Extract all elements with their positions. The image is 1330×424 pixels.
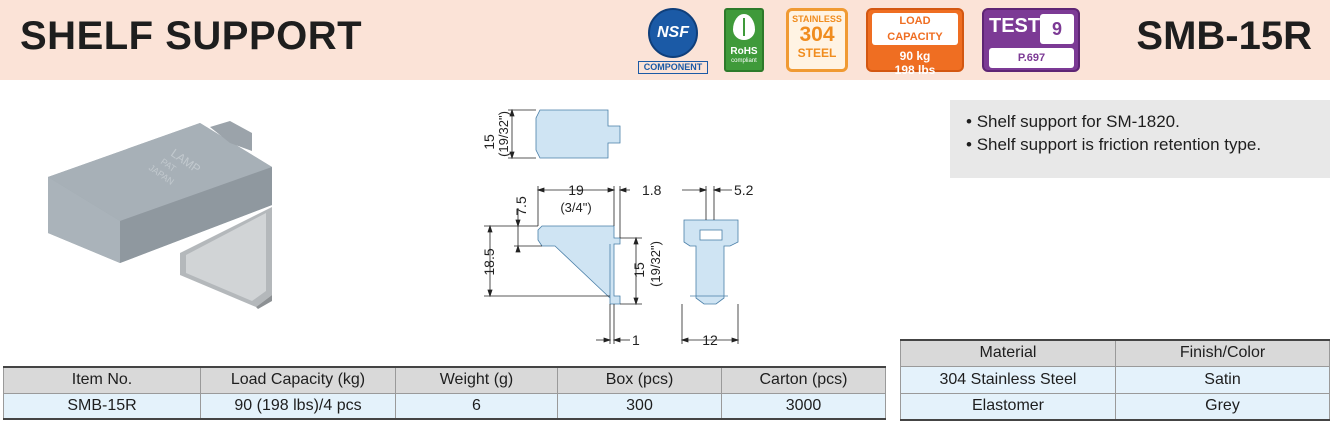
steel-line-2: 304 — [799, 23, 835, 46]
technical-drawing: 15 (19/32") 19 (3/4") 1.8 5.2 7.5 18.5 1… — [481, 108, 754, 348]
nsf-logo-icon: NSF — [648, 8, 698, 58]
rohs-badge: RoHS compliant — [724, 8, 764, 72]
steel-line-1: STAINLESS — [792, 14, 842, 24]
table-row: SMB-15R 90 (198 lbs)/4 pcs 6 300 3000 — [3, 392, 886, 420]
test-number: 9 — [1040, 14, 1074, 44]
dim-tab: 1.8 — [642, 182, 662, 198]
finish-cell: Grey — [1115, 392, 1330, 421]
table-row: 304 Stainless Steel Satin — [900, 365, 1330, 394]
finish-color-header: Finish/Color — [1115, 339, 1330, 367]
box-header: Box (pcs) — [557, 366, 722, 394]
page-header: SHELF SUPPORT NSF COMPONENT RoHS complia… — [0, 0, 1330, 80]
test-badge: TEST 9 P.697 — [982, 8, 1080, 72]
table-row: Elastomer Grey — [900, 392, 1330, 421]
carton-cell: 3000 — [721, 392, 886, 420]
test-label: TEST — [989, 15, 1041, 37]
material-cell: Elastomer — [900, 392, 1116, 421]
test-page-ref: P.697 — [989, 48, 1074, 68]
carton-header: Carton (pcs) — [721, 366, 886, 394]
table-header-row: Material Finish/Color — [900, 339, 1330, 367]
load-capacity-cell: 90 (198 lbs)/4 pcs — [200, 392, 396, 420]
material-cell: 304 Stainless Steel — [900, 365, 1116, 394]
description-box: • Shelf support for SM-1820. • Shelf sup… — [950, 100, 1330, 178]
dim-width: 19 — [568, 182, 584, 198]
finish-cell: Satin — [1115, 365, 1330, 394]
leaf-icon — [733, 14, 755, 40]
item-no-cell: SMB-15R — [3, 392, 201, 420]
item-no-header: Item No. — [3, 366, 201, 394]
table-header-row: Item No. Load Capacity (kg) Weight (g) B… — [3, 366, 886, 394]
dim-head: 7.5 — [513, 196, 529, 216]
dim-top-height: 15 — [481, 134, 497, 150]
dim-width-in: (3/4") — [560, 200, 591, 215]
description-item: • Shelf support for SM-1820. — [966, 112, 1180, 131]
spec-table: Item No. Load Capacity (kg) Weight (g) B… — [3, 366, 886, 420]
page-title: SHELF SUPPORT — [20, 14, 363, 58]
dim-top-height-in: (19/32") — [496, 111, 511, 157]
nsf-badge: NSF COMPONENT — [638, 8, 708, 74]
load-capacity-title: LOAD CAPACITY — [872, 13, 958, 45]
dim-thickness: 1 — [632, 332, 640, 348]
rohs-sub-label: compliant — [731, 58, 757, 64]
dim-side-height: 15 — [631, 262, 647, 278]
rohs-label: RoHS — [730, 46, 758, 57]
weight-cell: 6 — [395, 392, 558, 420]
dim-depth: 5.2 — [734, 182, 754, 198]
load-capacity-lbs: 198 lbs — [894, 63, 936, 77]
product-photo: LAMP PAT JAPAN — [48, 121, 272, 309]
description-item: • Shelf support is friction retention ty… — [966, 135, 1262, 154]
material-header: Material — [900, 339, 1116, 367]
load-capacity-kg: 90 kg — [899, 49, 931, 63]
stainless-steel-badge: STAINLESS 304 STEEL — [786, 8, 848, 72]
load-capacity-badge: LOAD CAPACITY 90 kg 198 lbs — [866, 8, 964, 77]
weight-header: Weight (g) — [395, 366, 558, 394]
dim-side-height-in: (19/32") — [648, 241, 663, 287]
nsf-component-label: COMPONENT — [638, 61, 708, 74]
dim-side-width: 12 — [702, 332, 718, 348]
material-table: Material Finish/Color 304 Stainless Stee… — [900, 339, 1330, 421]
model-number: SMB-15R — [1136, 14, 1312, 58]
steel-line-3: STEEL — [797, 46, 837, 60]
box-cell: 300 — [557, 392, 722, 420]
dim-total-height: 18.5 — [481, 248, 497, 275]
load-capacity-header: Load Capacity (kg) — [200, 366, 396, 394]
